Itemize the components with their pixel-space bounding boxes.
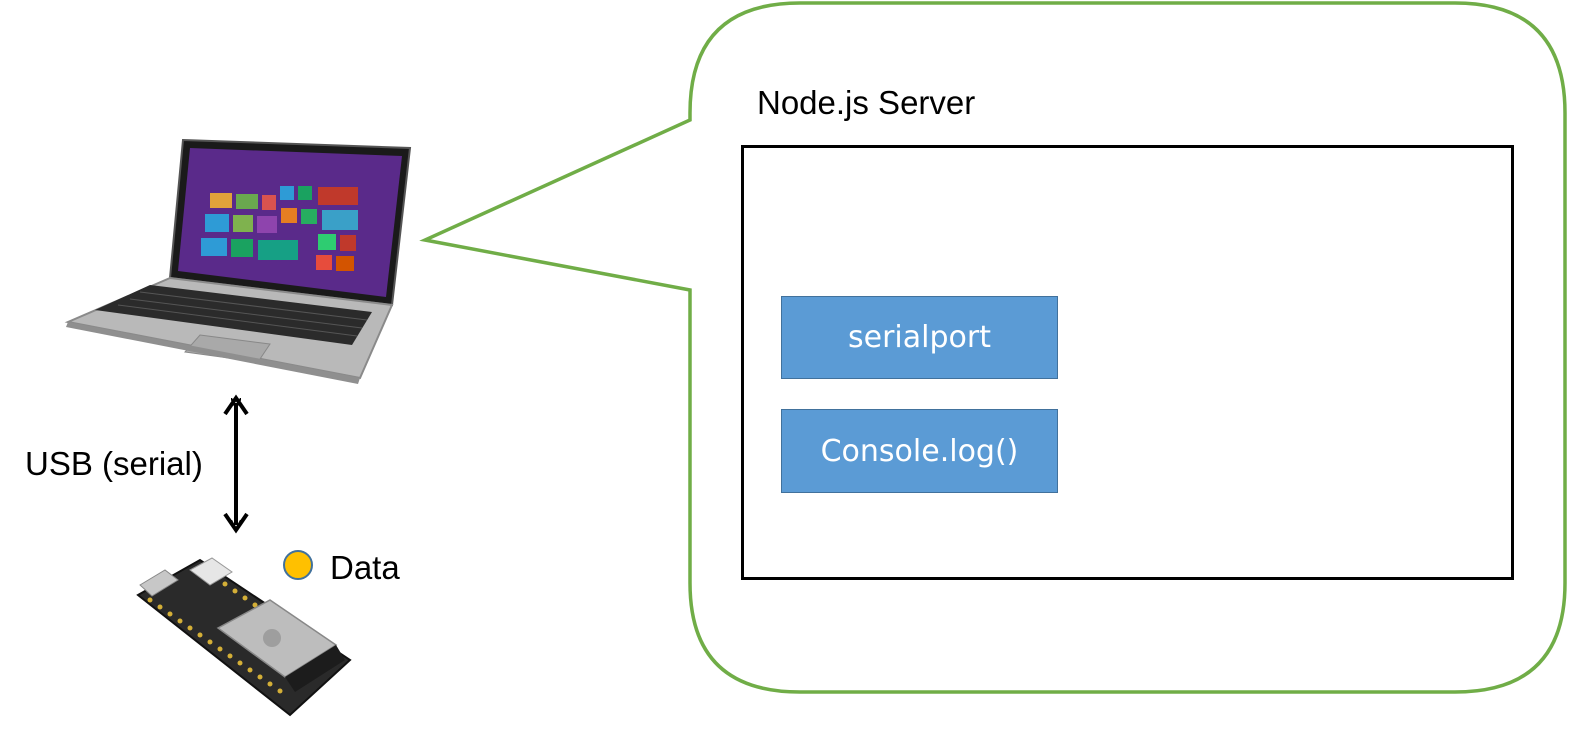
data-label: Data xyxy=(330,549,400,586)
arrow-head-bottom xyxy=(223,512,249,534)
microcontroller-board-icon xyxy=(136,557,352,717)
console-log-module: Console.log() xyxy=(781,409,1058,493)
laptop-icon xyxy=(64,138,412,384)
screen-tiles xyxy=(201,186,358,271)
usb-serial-label: USB (serial) xyxy=(25,445,203,482)
serialport-module: serialport xyxy=(781,296,1058,379)
server-title: Node.js Server xyxy=(757,84,976,121)
data-dot-icon xyxy=(283,550,313,580)
arrow-head-top xyxy=(223,394,249,416)
